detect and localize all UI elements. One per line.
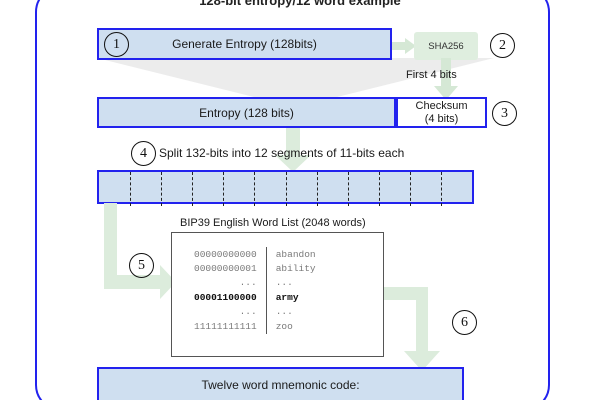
wordlist-row: 00001100000 army — [194, 290, 316, 305]
checksum-label-line2: (4 bits) — [424, 112, 459, 125]
step-2-marker: 2 — [490, 33, 515, 58]
wordlist-header: BIP39 English Word List (2048 words) — [180, 217, 366, 229]
wordlist-word: ability — [265, 261, 316, 276]
segment-divider — [378, 172, 380, 206]
mnemonic-label: Twelve word mnemonic code: — [201, 378, 360, 392]
segment-divider — [223, 172, 225, 206]
wordlist-word: ... — [265, 275, 316, 291]
checksum-label-line1: Checksum — [415, 99, 468, 112]
wordlist-bits: 00000000000 — [194, 248, 257, 260]
generate-entropy-box: Generate Entropy (128bits) — [97, 28, 392, 60]
wordlist-row: ...... — [194, 304, 316, 320]
step-4-marker: 4 — [131, 141, 156, 166]
segment-divider — [192, 172, 194, 206]
segment-divider — [440, 172, 442, 206]
segment-divider — [347, 172, 349, 206]
wordlist-row: 00000000001 ability — [194, 261, 316, 276]
wordlist-bits: 00000000001 — [194, 262, 257, 274]
split-label: Split 132-bits into 12 segments of 11-bi… — [159, 146, 405, 160]
wordlist-table: 00000000000 abandon 00000000001 ability....… — [194, 247, 316, 334]
segment-divider — [254, 172, 256, 206]
arrow-entropy-to-sha256 — [392, 38, 416, 54]
wordlist-word: abandon — [265, 247, 316, 262]
entropy-label: Entropy (128 bits) — [199, 105, 294, 120]
wordlist-panel: 00000000000 abandon 00000000001 ability....… — [171, 232, 384, 357]
wordlist-row: 11111111111 zoo — [194, 319, 316, 334]
page-title: 128-bit entropy/12 word example — [199, 0, 401, 8]
segment-bar — [97, 170, 474, 206]
sha256-box: SHA256 — [414, 32, 478, 60]
step-5-marker: 5 — [129, 253, 154, 278]
arrow-wordlist-to-mnemonic — [384, 287, 440, 371]
segment-divider — [130, 172, 132, 206]
first-4-bits-label: First 4 bits — [406, 69, 457, 81]
wordlist-bits: 00001100000 — [194, 291, 257, 303]
segment-dividers — [99, 172, 472, 206]
segment-divider — [409, 172, 411, 206]
arrow-entropy-to-segments — [275, 128, 311, 172]
arrow-sha256-to-checksum — [434, 58, 458, 100]
mnemonic-box: Twelve word mnemonic code: — [97, 367, 464, 400]
step-3-marker: 3 — [492, 101, 517, 126]
wordlist-word: zoo — [265, 319, 316, 334]
segment-divider — [285, 172, 287, 206]
entropy-funnel-arrow — [97, 58, 494, 99]
segment-divider — [316, 172, 318, 206]
wordlist-row: 00000000000 abandon — [194, 247, 316, 262]
wordlist-bits: ... — [239, 306, 257, 318]
checksum-box: Checksum (4 bits) — [396, 97, 487, 128]
wordlist-word: army — [265, 290, 316, 305]
wordlist-row: ...... — [194, 275, 316, 291]
segment-divider — [161, 172, 163, 206]
sha256-label: SHA256 — [428, 40, 464, 52]
arrow-segments-to-wordlist — [104, 203, 176, 299]
wordlist-bits: ... — [239, 277, 257, 289]
step-6-marker: 6 — [452, 310, 477, 335]
step-1-marker: 1 — [104, 32, 129, 57]
wordlist-word: ... — [265, 304, 316, 320]
wordlist-bits: 11111111111 — [194, 320, 257, 332]
entropy-box: Entropy (128 bits) — [97, 97, 396, 128]
outer-frame — [35, 0, 550, 400]
generate-entropy-label: Generate Entropy (128bits) — [172, 37, 317, 51]
